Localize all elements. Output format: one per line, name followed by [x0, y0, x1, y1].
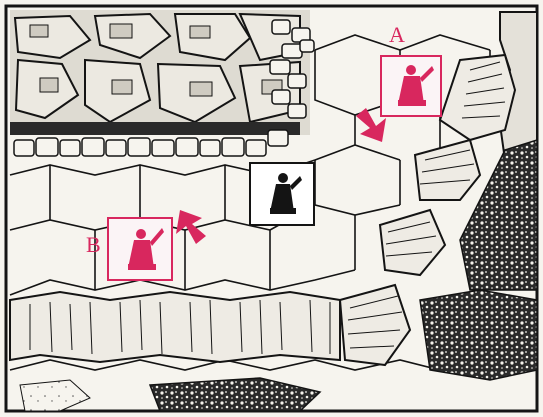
counter-center[interactable]: [250, 163, 314, 225]
counter-a-label: A: [389, 22, 405, 47]
counter-b-label: B: [86, 232, 101, 257]
river-bank: [10, 292, 340, 362]
stone-courtyard: [10, 10, 314, 156]
